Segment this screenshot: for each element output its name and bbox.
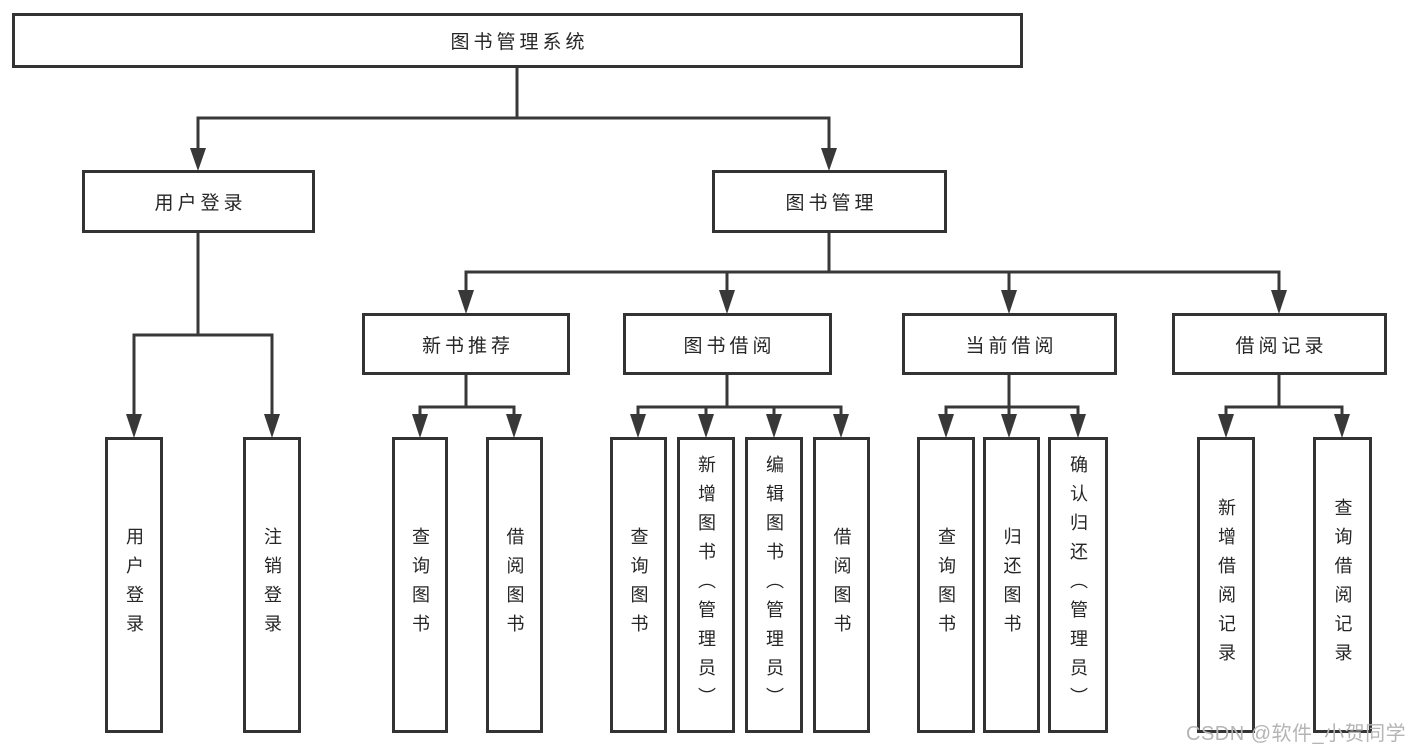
node-user-login: 用户登录 [82, 170, 315, 233]
node-library-system: 图书管理系统 [12, 13, 1023, 68]
node-label: 用户登录 [124, 527, 144, 643]
node-label: 查询图书 [936, 527, 956, 643]
leaf-query-borrow-record: 查询借阅记录 [1313, 437, 1372, 733]
node-book-management: 图书管理 [712, 170, 947, 233]
leaf-logout-login: 注销登录 [243, 437, 301, 733]
node-label: 借阅记录 [1235, 335, 1328, 357]
node-label: 查询图书 [628, 527, 649, 643]
node-label: 确认归还（管理员） [1068, 454, 1088, 716]
leaf-edit-book-admin: 编辑图书（管理员） [745, 437, 803, 733]
node-label: 新增借阅记录 [1216, 498, 1236, 672]
node-label: 借阅图书 [831, 527, 852, 643]
leaf-query-books-borrow: 查询图书 [610, 437, 667, 733]
node-current-borrow: 当前借阅 [902, 313, 1117, 375]
leaf-borrow-books: 借阅图书 [813, 437, 870, 733]
node-label: 图书管理 [785, 193, 878, 214]
leaf-query-books-current: 查询图书 [917, 437, 975, 733]
leaf-user-login: 用户登录 [105, 437, 163, 733]
node-label: 当前借阅 [965, 335, 1058, 357]
leaf-confirm-return-admin: 确认归还（管理员） [1048, 437, 1108, 733]
leaf-borrow-books-recommend: 借阅图书 [486, 437, 543, 733]
node-label: 图书管理系统 [450, 32, 589, 53]
csdn-watermark: CSDN @软件_小贺同学 [1186, 723, 1405, 745]
node-label: 用户登录 [154, 193, 247, 214]
node-label: 注销登录 [262, 527, 282, 643]
leaf-add-book-admin: 新增图书（管理员） [677, 437, 735, 733]
leaf-add-borrow-record: 新增借阅记录 [1197, 437, 1255, 733]
node-borrow-record: 借阅记录 [1172, 313, 1387, 375]
node-label: 新书推荐 [421, 335, 514, 357]
node-label: 查询借阅记录 [1332, 498, 1353, 672]
leaf-query-books-recommend: 查询图书 [392, 437, 448, 733]
leaf-return-book: 归还图书 [983, 437, 1040, 733]
node-label: 编辑图书（管理员） [764, 454, 784, 716]
node-book-borrow: 图书借阅 [623, 313, 832, 375]
node-label: 新增图书（管理员） [696, 454, 716, 716]
node-label: 图书借阅 [683, 335, 776, 357]
node-label: 查询图书 [410, 527, 430, 643]
node-label: 借阅图书 [504, 527, 525, 643]
node-new-book-recommend: 新书推荐 [362, 313, 570, 375]
node-label: 归还图书 [1001, 527, 1022, 643]
